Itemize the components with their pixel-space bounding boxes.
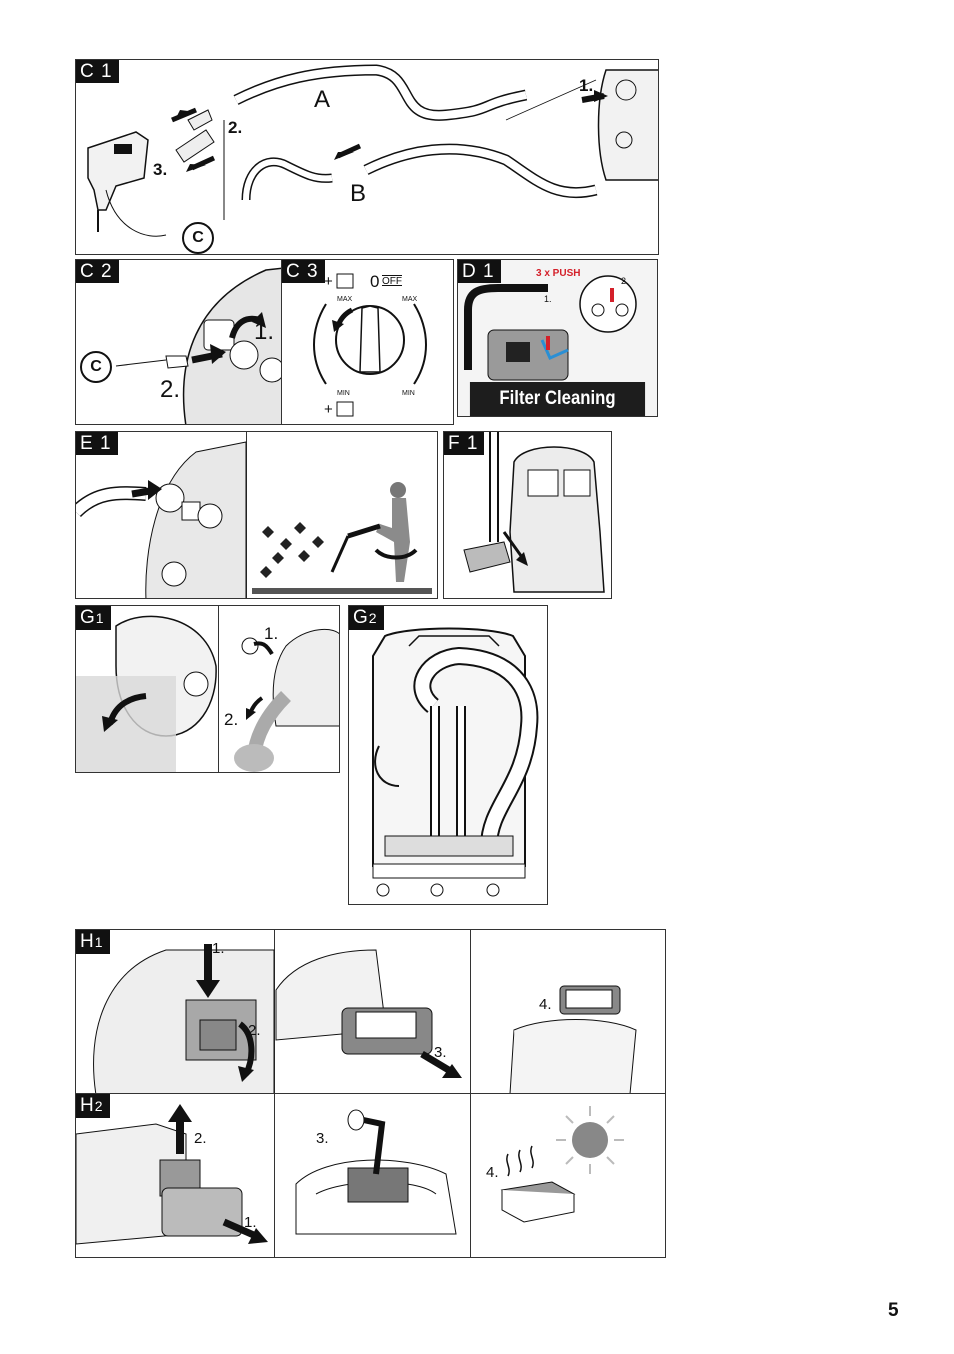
c1-step-1: 1.	[579, 76, 594, 95]
panel-c2: C 2 C 1. 2.	[75, 259, 283, 425]
c3-max-right: MAX	[402, 296, 418, 303]
page-number: 5	[888, 1300, 899, 1321]
c1-step-3: 3.	[153, 160, 168, 179]
panel-tag-c3: C 3	[282, 260, 325, 283]
h1-step-1: 1.	[212, 940, 225, 957]
g1-step-1: 1.	[264, 624, 279, 643]
panel-tag-c1: C 1	[76, 60, 119, 83]
c3-off: OFF	[382, 276, 402, 287]
c3-min-left: MIN	[337, 390, 350, 397]
h2-illustration	[76, 1104, 624, 1245]
c1-illustration	[87, 64, 658, 237]
panel-d1: D 1 3 x PUSH 1. 2. Filter Cleaning	[457, 259, 658, 417]
c1-label-b: B	[350, 180, 367, 207]
c1-label-a: A	[314, 86, 331, 113]
c3-plus-top: +	[324, 273, 333, 290]
c1-step-2: 2.	[228, 118, 243, 137]
c3-min-right: MIN	[402, 390, 415, 397]
panel-h1: H1 1. 2. 3. 4.	[75, 929, 666, 1094]
panel-f1: F 1	[443, 431, 612, 599]
panel-c3: C 3 + 0 OFF MAX MAX MIN MIN +	[281, 259, 454, 425]
d1-illustration	[464, 275, 637, 381]
g2-illustration	[372, 627, 539, 897]
h1-step-2: 2.	[248, 1022, 261, 1039]
panel-tag-e1: E 1	[76, 432, 118, 455]
panel-e1: E 1	[75, 431, 438, 599]
c3-plus-bottom: +	[324, 401, 333, 418]
panel-h2: H2 1. 2. 3. 4.	[75, 1093, 666, 1258]
c2-illustration	[115, 267, 282, 424]
h1-step-4: 4.	[539, 996, 552, 1013]
h2-step-2: 2.	[194, 1130, 207, 1147]
c2-circle-c: C	[80, 351, 112, 383]
panel-g2: G2	[348, 605, 548, 905]
g1-step-2: 2.	[224, 710, 239, 729]
h1-illustration	[93, 944, 637, 1093]
panel-tag-g2: G2	[349, 606, 384, 630]
h2-divider-1	[274, 1094, 275, 1257]
panel-tag-f1: F 1	[444, 432, 485, 455]
c2-step-1: 1.	[254, 318, 275, 345]
c3-zero: 0	[370, 272, 380, 291]
panel-g1: G1 1. 2.	[75, 605, 340, 773]
c2-step-2: 2.	[160, 376, 181, 403]
h2-step-1: 1.	[244, 1214, 257, 1231]
e1-illustration	[76, 441, 432, 598]
c3-max-left: MAX	[337, 296, 353, 303]
panel-c1: C 1 A B 1. 2.	[75, 59, 659, 255]
c3-dial	[313, 273, 427, 417]
g1-divider	[218, 606, 219, 772]
f1-illustration	[463, 432, 605, 593]
d1-badge: 3 x PUSH	[536, 268, 581, 279]
panel-tag-g1: G1	[76, 606, 111, 630]
d1-step-2: 2.	[621, 276, 629, 286]
panel-tag-c2: C 2	[76, 260, 119, 283]
h2-step-3: 3.	[316, 1130, 329, 1147]
g1-illustration	[76, 615, 339, 772]
panel-tag-h2: H2	[76, 1094, 110, 1118]
panel-tag-d1: D 1	[458, 260, 501, 283]
h2-step-4: 4.	[486, 1164, 499, 1181]
h1-divider-2	[470, 930, 471, 1093]
panel-tag-h1: H1	[76, 930, 110, 954]
d1-step-1: 1.	[544, 294, 552, 304]
c1-circle-c: C	[182, 222, 214, 254]
d1-banner: Filter Cleaning	[469, 382, 646, 416]
h2-divider-2	[470, 1094, 471, 1257]
h1-step-3: 3.	[434, 1044, 447, 1061]
